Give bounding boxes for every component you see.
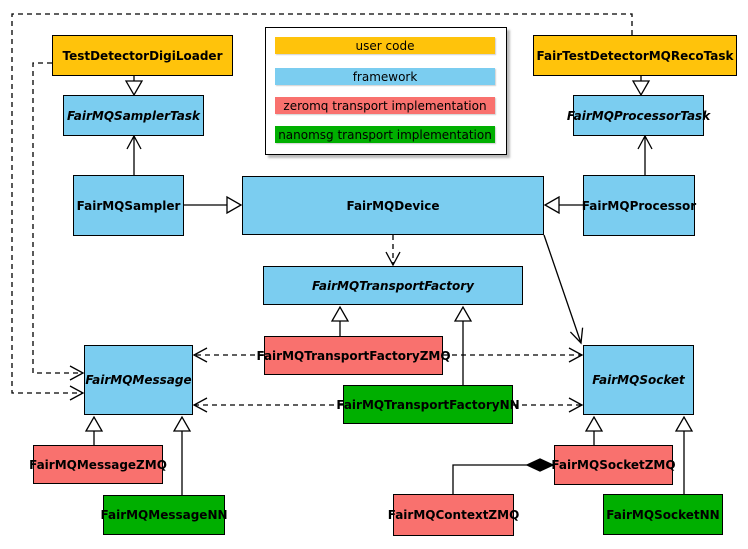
edge-generalization-processor-device xyxy=(543,195,583,215)
edge-dependency-factorynn-message xyxy=(192,397,343,413)
node-fairmqsampler: FairMQSampler xyxy=(73,175,184,236)
legend-item-nanomsg: nanomsg transport implementation xyxy=(275,126,495,143)
edge-composition-contextzmq-socketzmq xyxy=(452,458,555,494)
edge-generalization-sampler-device xyxy=(184,195,243,215)
node-fairmqprocessortask: FairMQProcessorTask xyxy=(567,95,710,136)
edge-association-sampler-samplertask xyxy=(126,134,142,175)
node-fairmqdevice: FairMQDevice xyxy=(242,176,544,235)
edge-generalization-socketzmq-socket xyxy=(584,415,604,445)
node-fairmqsocketzmq: FairMQSocketZMQ xyxy=(551,445,676,485)
edge-generalization-messagenn-message xyxy=(172,415,192,495)
edge-generalization-messagezmq-message xyxy=(84,415,104,445)
edge-generalization-digiloader-samplertask xyxy=(124,76,144,97)
node-fairmqmessage: FairMQMessage xyxy=(84,345,193,415)
node-fairmqprocessor: FairMQProcessor xyxy=(582,175,696,236)
node-fairmqsocketnn: FairMQSocketNN xyxy=(603,494,723,535)
node-fairmqtransportfactoryzmq: FairMQTransportFactoryZMQ xyxy=(256,336,451,375)
edge-dependency-digiloader-message xyxy=(32,62,85,381)
node-fairmqcontextzmq: FairMQContextZMQ xyxy=(388,494,519,536)
legend: user code framework zeromq transport imp… xyxy=(265,27,507,155)
node-fairmqsocket: FairMQSocket xyxy=(583,345,694,415)
edge-generalization-socketnn-socket xyxy=(674,415,694,494)
edge-dependency-device-transportfactory xyxy=(385,235,401,267)
legend-item-user-code: user code xyxy=(275,37,495,54)
legend-item-framework: framework xyxy=(275,68,495,85)
legend-item-zeromq: zeromq transport implementation xyxy=(275,97,495,114)
node-fairmqtransportfactory: FairMQTransportFactory xyxy=(263,266,523,305)
edge-dependency-factoryzmq-message xyxy=(192,347,264,363)
node-fairmqmessagezmq: FairMQMessageZMQ xyxy=(29,445,167,484)
node-fairmqtransportfactorynn: FairMQTransportFactoryNN xyxy=(336,385,520,424)
edge-generalization-recotask-processortask xyxy=(631,76,651,97)
edge-dependency-factoryzmq-socket xyxy=(443,347,584,363)
edge-association-processor-processortask xyxy=(637,134,653,175)
edge-association-device-socket xyxy=(543,234,584,345)
edge-generalization-factoryzmq-factory xyxy=(330,305,350,336)
edge-dependency-factorynn-socket xyxy=(513,397,584,413)
node-fairmqsamplertask: FairMQSamplerTask xyxy=(63,95,204,136)
node-fairtestdetectormqrecotask: FairTestDetectorMQRecoTask xyxy=(533,35,737,76)
edge-dependency-recotask-message xyxy=(11,13,633,401)
node-testdetectordigiloader: TestDetectorDigiLoader xyxy=(52,35,233,76)
edge-generalization-factorynn-factory xyxy=(453,305,473,385)
node-fairmqmessagenn: FairMQMessageNN xyxy=(100,495,228,535)
